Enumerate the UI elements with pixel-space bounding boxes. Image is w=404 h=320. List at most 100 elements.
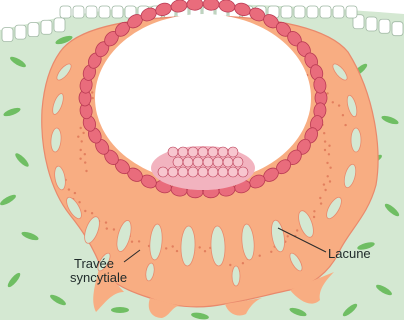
nucleus-dot — [84, 161, 86, 163]
nucleus-dot — [344, 124, 346, 126]
nucleus-dot — [92, 97, 94, 99]
nucleus-dot — [80, 127, 82, 129]
epithelial-cell — [346, 6, 357, 18]
epithelial-cell — [15, 25, 26, 39]
lacuna — [351, 128, 361, 152]
label-lacune: Lacune — [328, 246, 371, 261]
nucleus-dot — [106, 227, 108, 229]
nucleus-dot — [105, 221, 107, 223]
nucleus-dot — [338, 104, 340, 106]
embryoblast-cell — [198, 147, 208, 157]
nucleus-dot — [84, 153, 86, 155]
nucleus-dot — [270, 251, 272, 253]
nucleus-dot — [113, 228, 115, 230]
nucleus-dot — [327, 175, 329, 177]
nucleus-dot — [229, 264, 231, 266]
nucleus-dot — [68, 188, 70, 190]
embryoblast-cell — [178, 167, 188, 177]
label-travee-line2: syncytiale — [70, 270, 127, 285]
epithelial-cell — [294, 6, 305, 18]
nucleus-dot — [78, 201, 80, 203]
epithelial-cell — [333, 6, 344, 18]
nucleus-dot — [199, 246, 201, 248]
nucleus-dot — [326, 92, 328, 94]
embryoblast-cell — [188, 167, 198, 177]
epithelial-cell — [86, 6, 97, 18]
embryoblast-cell — [203, 157, 213, 167]
epithelial-cell — [60, 6, 71, 18]
nucleus-dot — [324, 140, 326, 142]
embryoblast-cell — [198, 167, 208, 177]
nucleus-dot — [204, 250, 206, 252]
embryoblast-cell — [188, 147, 198, 157]
epithelial-cell — [307, 6, 318, 18]
nucleus-dot — [91, 212, 93, 214]
nucleus-dot — [74, 192, 76, 194]
embryoblast-cell — [228, 147, 238, 157]
embryoblast — [151, 146, 255, 190]
nucleus-dot — [138, 240, 140, 242]
embryoblast-cell — [228, 167, 238, 177]
epithelial-cell — [112, 6, 123, 18]
nucleus-dot — [77, 136, 79, 138]
embryoblast-cell — [218, 147, 228, 157]
nucleus-dot — [91, 91, 93, 93]
nucleus-dot — [81, 140, 83, 142]
epithelial-cell — [41, 20, 52, 34]
lacuna — [232, 266, 240, 286]
nucleus-dot — [85, 170, 87, 172]
embryoblast-cell — [168, 147, 178, 157]
nucleus-dot — [165, 247, 167, 249]
nucleus-dot — [80, 149, 82, 151]
nucleus-dot — [329, 180, 331, 182]
embryoblast-cell — [158, 167, 168, 177]
nucleus-dot — [324, 189, 326, 191]
embryoblast-cell — [178, 147, 188, 157]
nucleus-dot — [84, 210, 86, 212]
nucleus-dot — [79, 158, 81, 160]
spindle-cell-icon — [111, 307, 129, 313]
epithelial-cell — [99, 6, 110, 18]
label-travee-line1: Travée — [74, 256, 114, 271]
nucleus-dot — [342, 114, 344, 116]
nucleus-dot — [172, 245, 174, 247]
nucleus-dot — [324, 149, 326, 151]
nucleus-dot — [313, 216, 315, 218]
epithelial-cell — [54, 18, 65, 32]
embryoblast-cell — [168, 167, 178, 177]
nucleus-dot — [287, 235, 289, 237]
embryoblast-cell — [223, 157, 233, 167]
nucleus-dot — [82, 132, 84, 134]
epithelial-cell — [379, 19, 390, 33]
embryoblast-cell — [173, 157, 183, 167]
embryoblast-cell — [218, 167, 228, 177]
nucleus-dot — [326, 162, 328, 164]
nucleus-dot — [329, 167, 331, 169]
nucleus-dot — [319, 197, 321, 199]
embryoblast-cell — [193, 157, 203, 167]
nucleus-dot — [328, 145, 330, 147]
nucleus-dot — [313, 210, 315, 212]
embryoblast-cell — [208, 147, 218, 157]
embryoblast-cell — [238, 167, 248, 177]
epithelial-cell — [392, 22, 403, 36]
epithelial-cell — [73, 6, 84, 18]
nucleus-dot — [328, 153, 330, 155]
nucleus-dot — [332, 101, 334, 103]
epithelial-cell — [366, 17, 377, 31]
embryoblast-cell — [213, 157, 223, 167]
epithelial-cell — [281, 6, 292, 18]
epithelial-cell — [28, 23, 39, 37]
nucleus-dot — [259, 255, 261, 257]
nucleus-dot — [296, 229, 298, 231]
nucleus-dot — [242, 262, 244, 264]
epithelial-cell — [2, 28, 13, 42]
nucleus-dot — [131, 241, 133, 243]
embryoblast-cell — [233, 157, 243, 167]
nucleus-dot — [320, 202, 322, 204]
embryoblast-cell — [183, 157, 193, 167]
nucleus-dot — [176, 250, 178, 252]
embryoblast-cell — [208, 167, 218, 177]
